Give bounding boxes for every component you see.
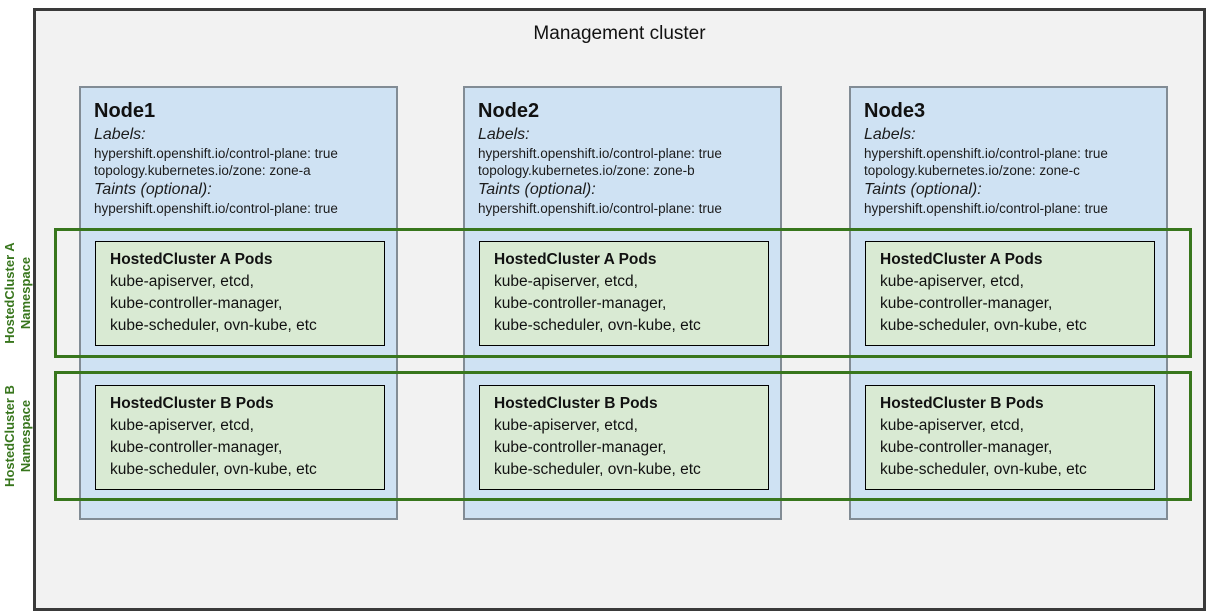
node1-hostedcluster-a-pods-box: HostedCluster A Pods kube-apiserver, etc… (95, 241, 385, 346)
node1-label-control-plane: hypershift.openshift.io/control-plane: t… (94, 146, 338, 161)
node3-header: Node3 Labels: hypershift.openshift.io/co… (851, 88, 1166, 217)
node1-hostedcluster-b-pods-box: HostedCluster B Pods kube-apiserver, etc… (95, 385, 385, 490)
pods-line: kube-controller-manager, (494, 295, 667, 312)
node1-taint-control-plane: hypershift.openshift.io/control-plane: t… (94, 201, 338, 216)
node2-label-control-plane: hypershift.openshift.io/control-plane: t… (478, 146, 722, 161)
node3-taint-control-plane: hypershift.openshift.io/control-plane: t… (864, 201, 1108, 216)
node2-hostedcluster-a-pods-box: HostedCluster A Pods kube-apiserver, etc… (479, 241, 769, 346)
node3-hostedcluster-a-pods-box: HostedCluster A Pods kube-apiserver, etc… (865, 241, 1155, 346)
pods-line: kube-apiserver, etcd, (494, 273, 638, 290)
pods-line: kube-apiserver, etcd, (880, 417, 1024, 434)
pods-line: kube-controller-manager, (494, 439, 667, 456)
management-cluster-title: Management cluster (533, 23, 706, 44)
node1-header: Node1 Labels: hypershift.openshift.io/co… (81, 88, 396, 217)
pods-title: HostedCluster B Pods (494, 395, 658, 412)
pods-title: HostedCluster A Pods (494, 251, 657, 268)
node3-taints-heading: Taints (optional): (864, 181, 982, 198)
node3-name: Node3 (864, 100, 926, 122)
node3-label-zone: topology.kubernetes.io/zone: zone-c (864, 163, 1080, 178)
node1-taints-heading: Taints (optional): (94, 181, 212, 198)
node2-hostedcluster-b-pods-box: HostedCluster B Pods kube-apiserver, etc… (479, 385, 769, 490)
node2-name: Node2 (478, 100, 540, 122)
node2-box: Node2 Labels: hypershift.openshift.io/co… (463, 86, 782, 520)
pods-line: kube-apiserver, etcd, (880, 273, 1024, 290)
pods-line: kube-scheduler, ovn-kube, etc (494, 461, 701, 478)
node2-labels-heading: Labels: (478, 126, 530, 143)
pods-title: HostedCluster A Pods (110, 251, 273, 268)
pods-line: kube-scheduler, ovn-kube, etc (110, 317, 317, 334)
node2-label-zone: topology.kubernetes.io/zone: zone-b (478, 163, 695, 178)
node3-box: Node3 Labels: hypershift.openshift.io/co… (849, 86, 1168, 520)
namespace-label-line: Namespace (18, 399, 33, 473)
hostedcluster-b-namespace-label: HostedCluster B Namespace (2, 351, 36, 521)
node1-labels-heading: Labels: (94, 126, 146, 143)
node3-label-control-plane: hypershift.openshift.io/control-plane: t… (864, 146, 1108, 161)
pods-title: HostedCluster A Pods (880, 251, 1043, 268)
pods-line: kube-controller-manager, (110, 295, 283, 312)
pods-line: kube-scheduler, ovn-kube, etc (110, 461, 317, 478)
node3-labels-heading: Labels: (864, 126, 916, 143)
node2-header: Node2 Labels: hypershift.openshift.io/co… (465, 88, 780, 217)
pods-line: kube-controller-manager, (110, 439, 283, 456)
pods-line: kube-controller-manager, (880, 439, 1053, 456)
node2-taints-heading: Taints (optional): (478, 181, 596, 198)
pods-line: kube-apiserver, etcd, (110, 417, 254, 434)
pods-line: kube-apiserver, etcd, (494, 417, 638, 434)
node1-box: Node1 Labels: hypershift.openshift.io/co… (79, 86, 398, 520)
pods-line: kube-apiserver, etcd, (110, 273, 254, 290)
pods-line: kube-scheduler, ovn-kube, etc (880, 461, 1087, 478)
node2-taint-control-plane: hypershift.openshift.io/control-plane: t… (478, 201, 722, 216)
pods-title: HostedCluster B Pods (880, 395, 1044, 412)
namespace-label-line: HostedCluster B (2, 385, 17, 487)
pods-title: HostedCluster B Pods (110, 395, 274, 412)
pods-line: kube-scheduler, ovn-kube, etc (880, 317, 1087, 334)
pods-line: kube-scheduler, ovn-kube, etc (494, 317, 701, 334)
node3-hostedcluster-b-pods-box: HostedCluster B Pods kube-apiserver, etc… (865, 385, 1155, 490)
pods-line: kube-controller-manager, (880, 295, 1053, 312)
node1-label-zone: topology.kubernetes.io/zone: zone-a (94, 163, 311, 178)
node1-name: Node1 (94, 100, 156, 122)
